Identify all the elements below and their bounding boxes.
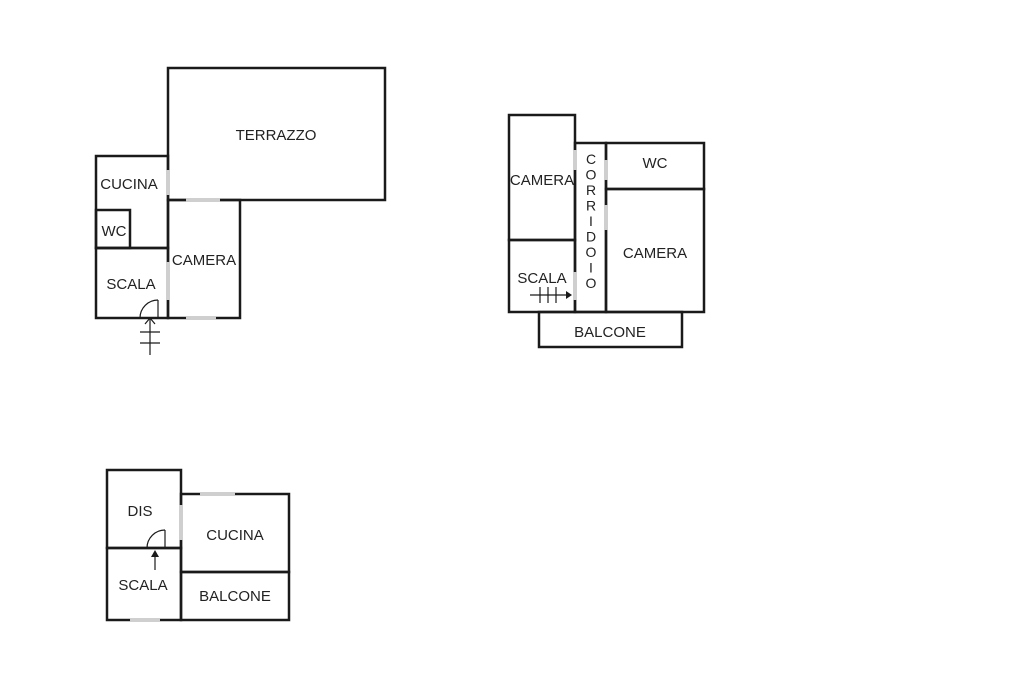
stair-arrow-icon: [140, 317, 160, 355]
label-scala-c: SCALA: [118, 577, 167, 594]
label-balcone-c: BALCONE: [199, 588, 271, 605]
room-terrazzo: [166, 66, 387, 202]
label-camera-right-b: CAMERA: [623, 245, 687, 262]
door-swing-icon-c: [146, 529, 166, 549]
door-swing-icon: [139, 299, 159, 319]
plan-a: TERRAZZO CUCINA WC SCALA CAMERA: [94, 66, 387, 355]
label-balcone-b: BALCONE: [574, 324, 646, 341]
label-cucina-a: CUCINA: [100, 176, 158, 193]
label-terrazzo: TERRAZZO: [236, 127, 317, 144]
stair-arrow-icon-b: [530, 287, 572, 303]
room-balcone-b: [537, 310, 684, 349]
plan-c: DIS SCALA CUCINA BALCONE: [105, 468, 291, 622]
label-camera-a: CAMERA: [172, 252, 236, 269]
label-scala-a: SCALA: [106, 276, 155, 293]
label-cucina-c: CUCINA: [206, 527, 264, 544]
label-dis-c: DIS: [127, 503, 152, 520]
label-scala-b: SCALA: [517, 270, 566, 287]
label-wc-b: WC: [643, 155, 668, 172]
room-balcone-c: [179, 570, 291, 622]
stair-arrow-icon-c: [151, 550, 159, 570]
label-camera-left-b: CAMERA: [510, 172, 574, 189]
label-wc-a: WC: [102, 223, 127, 240]
